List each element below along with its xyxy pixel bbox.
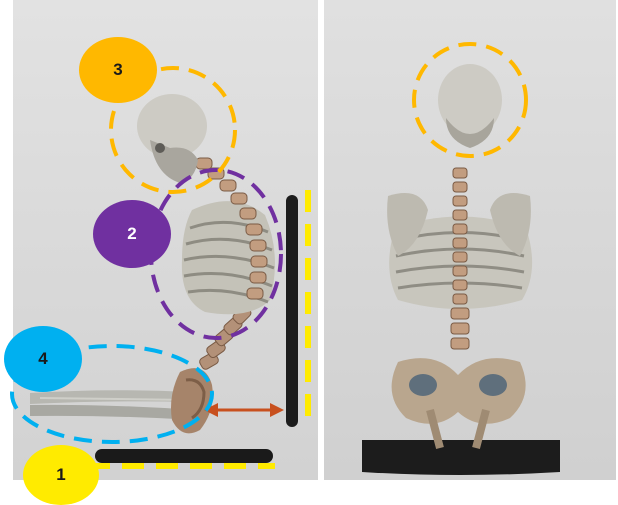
distance-arrow <box>204 403 284 417</box>
seat-pan <box>95 449 273 463</box>
backrest-bar <box>286 195 298 427</box>
pelvis-back <box>392 358 526 448</box>
chair-base <box>362 440 560 475</box>
skull-side <box>137 94 207 183</box>
badge-zone-3: 3 <box>79 37 157 103</box>
spine-back <box>451 168 469 349</box>
badge-zone-2: 2 <box>93 200 171 268</box>
badge-zone-4: 4 <box>4 326 82 392</box>
skull-back <box>438 64 502 148</box>
badge-zone-1: 1 <box>23 445 99 505</box>
